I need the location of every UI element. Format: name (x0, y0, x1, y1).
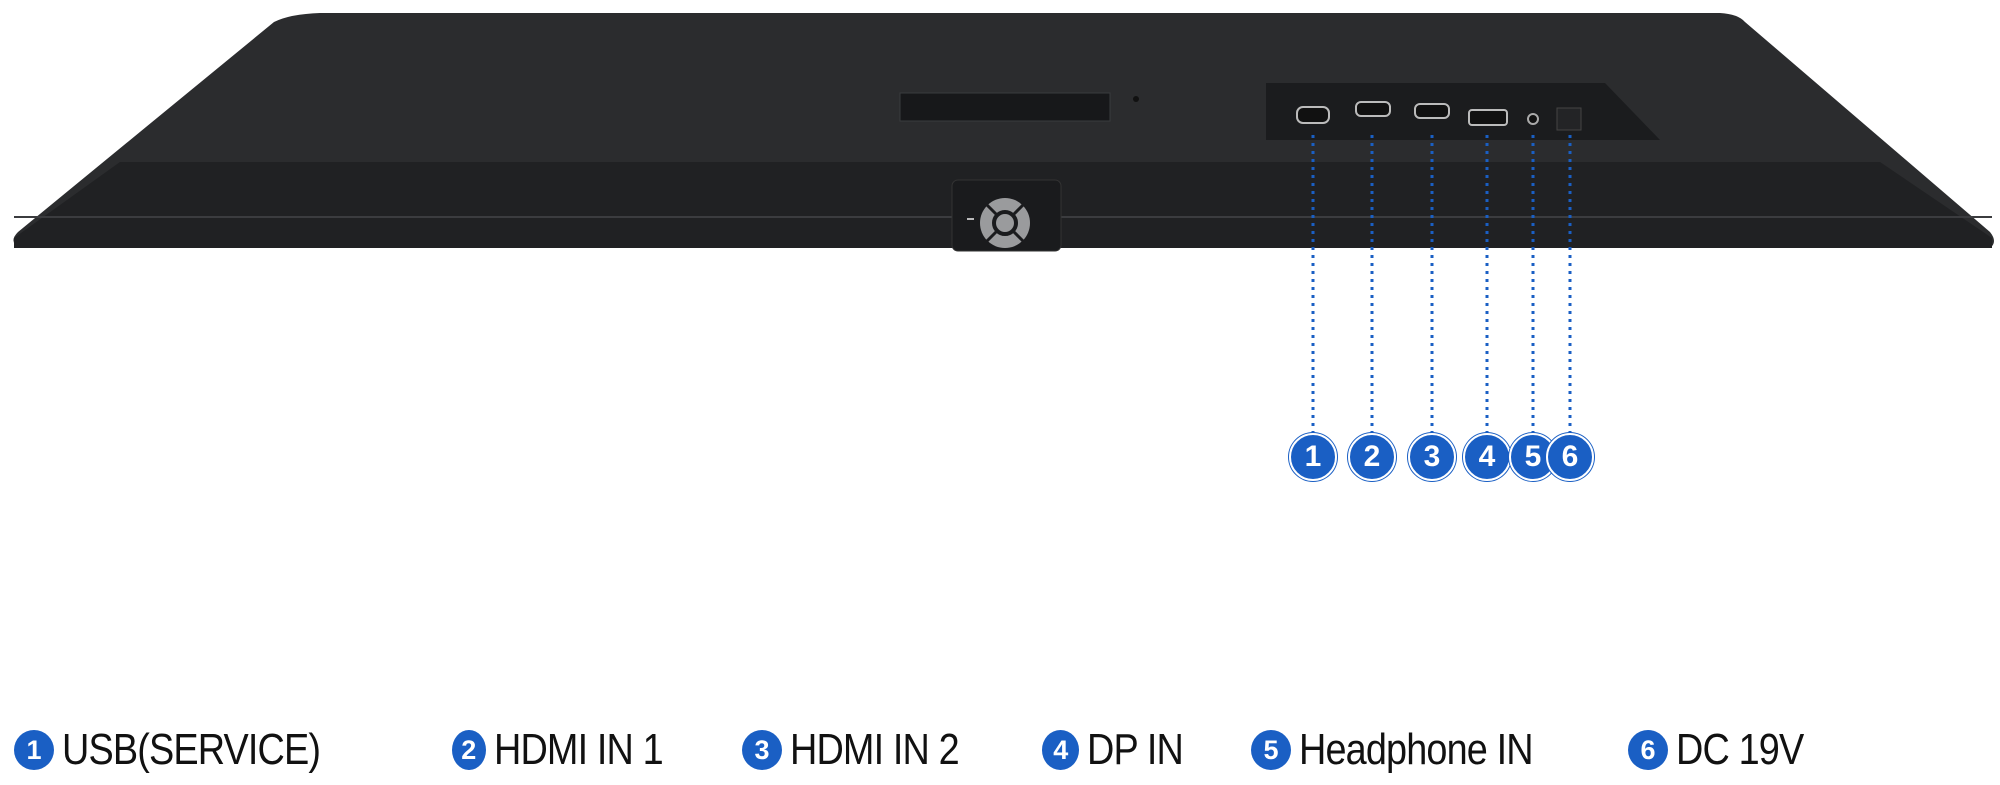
legend-label: USB(SERVICE) (62, 725, 321, 774)
hdmi-port-1 (1355, 101, 1391, 117)
dc-port (1556, 107, 1582, 131)
legend-label: Headphone IN (1299, 725, 1534, 774)
legend-number: 3 (742, 730, 782, 770)
callout-3: 3 (1408, 433, 1456, 481)
stand-slot (899, 92, 1111, 122)
legend-number: 4 (1042, 730, 1080, 770)
joystick-icon (980, 198, 1030, 248)
hdmi-port-2 (1414, 103, 1450, 119)
legend-label: HDMI IN 1 (493, 725, 664, 774)
legend-number: 2 (452, 730, 486, 770)
callout-lines (1311, 135, 1572, 434)
dp-port (1468, 109, 1508, 126)
legend-label: DC 19V (1676, 725, 1804, 774)
legend-number: 5 (1251, 730, 1291, 770)
callout-1: 1 (1289, 433, 1337, 481)
legend-label: DP IN (1087, 725, 1184, 774)
legend-number: 1 (14, 730, 54, 770)
usb-port (1296, 106, 1330, 124)
headphone-port (1527, 113, 1539, 125)
callout-6: 6 (1546, 433, 1594, 481)
legend-label: HDMI IN 2 (790, 725, 960, 774)
legend-number: 6 (1628, 730, 1668, 770)
callout-2: 2 (1348, 433, 1396, 481)
callout-4: 4 (1463, 433, 1511, 481)
